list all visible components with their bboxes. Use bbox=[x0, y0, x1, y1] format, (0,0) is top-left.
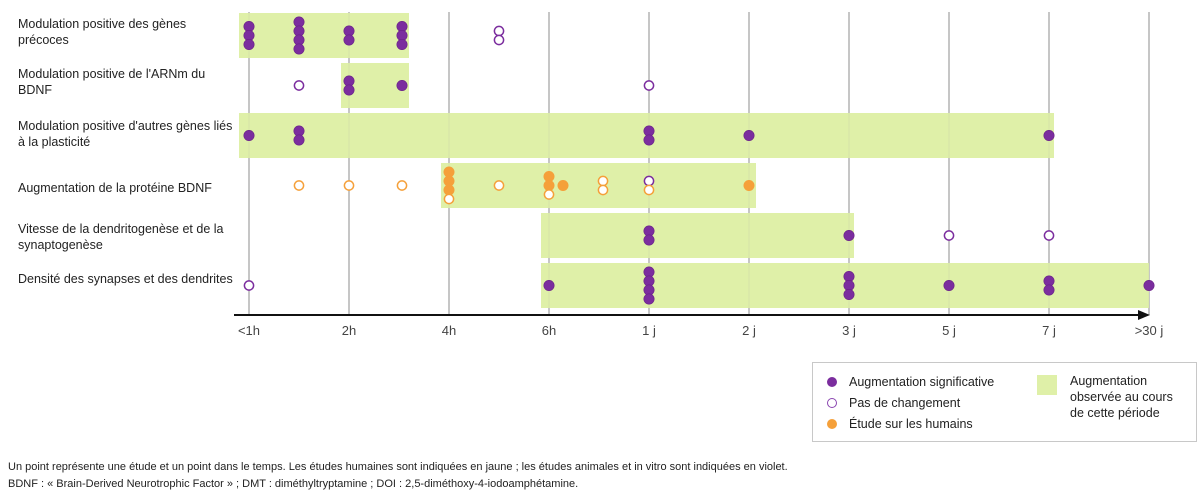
human-no-change-point bbox=[597, 184, 609, 196]
x-tick-label: 4h bbox=[441, 323, 457, 338]
legend-item-no-change: Pas de changement bbox=[827, 396, 960, 410]
animal-no-change-point bbox=[493, 34, 505, 46]
animal-significant-point bbox=[396, 38, 408, 50]
x-tick-label: <1h bbox=[237, 323, 261, 338]
footnote-1: Un point représente une étude et un poin… bbox=[8, 461, 788, 473]
legend-label-human: Étude sur les humains bbox=[849, 417, 973, 431]
legend-label-band: Augmentation observée au cours de cette … bbox=[1070, 374, 1173, 420]
human-significant-point bbox=[743, 180, 755, 192]
legend-orange-dot-icon bbox=[827, 419, 837, 429]
animal-significant-point bbox=[843, 230, 855, 242]
footnote-2: BDNF : « Brain-Derived Neurotrophic Fact… bbox=[8, 478, 579, 490]
animal-significant-point bbox=[293, 134, 305, 146]
animal-no-change-point bbox=[643, 80, 655, 91]
animal-no-change-point bbox=[243, 280, 255, 291]
human-significant-point bbox=[557, 180, 569, 192]
animal-significant-point bbox=[643, 293, 655, 305]
legend-label-significant: Augmentation significative bbox=[849, 375, 995, 389]
animal-no-change-point bbox=[493, 25, 505, 37]
row-label: Densité des synapses et des dendrites bbox=[18, 272, 233, 286]
x-tick-label: >30 j bbox=[1134, 323, 1164, 338]
human-significant-point bbox=[443, 184, 455, 196]
row-label: Augmentation de la protéine BDNF bbox=[18, 181, 212, 195]
animal-significant-point bbox=[396, 80, 408, 92]
human-no-change-point bbox=[293, 180, 305, 191]
human-no-change-point bbox=[396, 180, 408, 191]
row-label: Modulation positive des gènes précoces bbox=[18, 17, 187, 47]
human-significant-point bbox=[543, 180, 555, 192]
human-no-change-point bbox=[443, 193, 455, 205]
animal-no-change-point bbox=[943, 230, 955, 241]
animal-significant-point bbox=[943, 279, 955, 291]
animal-significant-point bbox=[293, 43, 305, 55]
animal-significant-point bbox=[1043, 130, 1055, 142]
legend: Augmentation significative Pas de change… bbox=[812, 362, 1197, 442]
human-no-change-point bbox=[643, 184, 655, 196]
human-no-change-point bbox=[343, 180, 355, 191]
legend-band-swatch-icon bbox=[1037, 375, 1057, 395]
animal-significant-point bbox=[243, 130, 255, 142]
animal-significant-point bbox=[243, 38, 255, 50]
legend-hollow-purple-dot-icon bbox=[827, 398, 837, 408]
observed-increase-band-overlay bbox=[541, 213, 854, 258]
legend-item-human: Étude sur les humains bbox=[827, 417, 973, 431]
x-tick-label: 6h bbox=[541, 323, 557, 338]
animal-no-change-point bbox=[1043, 230, 1055, 241]
human-no-change-point bbox=[493, 180, 505, 191]
legend-filled-purple-dot-icon bbox=[827, 377, 837, 387]
legend-item-significant: Augmentation significative bbox=[827, 375, 994, 389]
animal-significant-point bbox=[343, 34, 355, 46]
animal-significant-point bbox=[843, 288, 855, 300]
animal-significant-point bbox=[1143, 279, 1155, 291]
animal-significant-point bbox=[1043, 284, 1055, 296]
observed-increase-band-overlay bbox=[441, 163, 756, 208]
human-no-change-point bbox=[543, 189, 555, 200]
observed-increase-band-overlay bbox=[239, 13, 409, 58]
x-tick-label: 3 j bbox=[842, 323, 856, 338]
x-tick-label: 1 j bbox=[642, 323, 656, 338]
animal-no-change-point bbox=[293, 80, 305, 91]
row-label: Modulation positive de l'ARNm du BDNF bbox=[18, 67, 206, 97]
x-tick-label: 2 j bbox=[742, 323, 756, 338]
animal-significant-point bbox=[343, 84, 355, 96]
x-tick-label: 2h bbox=[341, 323, 357, 338]
animal-significant-point bbox=[643, 234, 655, 246]
legend-label-no-change: Pas de changement bbox=[849, 396, 961, 410]
row-label: Modulation positive d'autres gènes liés … bbox=[18, 119, 233, 149]
row-label: Vitesse de la dendritogenèse et de la sy… bbox=[18, 222, 224, 252]
x-tick-label: 7 j bbox=[1042, 323, 1056, 338]
x-axis-arrow-icon bbox=[1138, 310, 1150, 320]
x-tick-label: 5 j bbox=[942, 323, 956, 338]
animal-significant-point bbox=[643, 134, 655, 146]
animal-significant-point bbox=[543, 279, 555, 291]
human-no-change-point bbox=[597, 175, 609, 187]
animal-no-change-point bbox=[643, 175, 655, 187]
animal-significant-point bbox=[743, 130, 755, 142]
